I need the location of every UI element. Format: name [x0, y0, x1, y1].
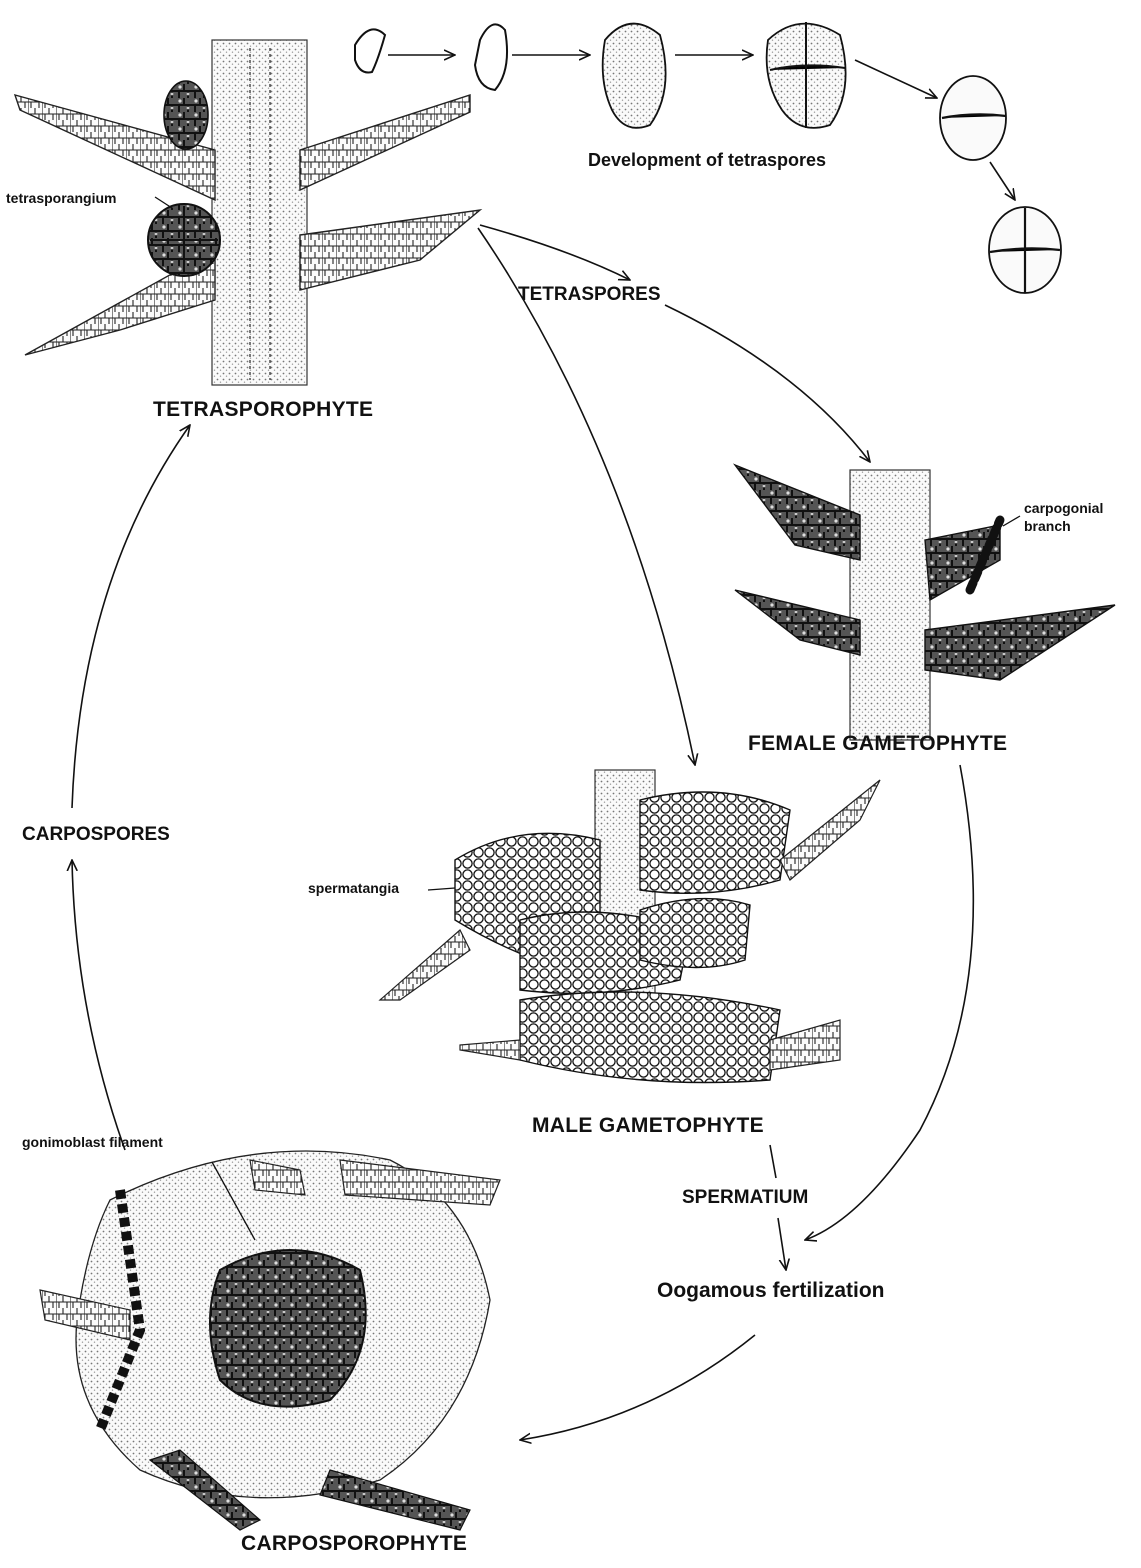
development-of-tetraspores-label: Development of tetraspores: [588, 150, 826, 171]
arrow-tetraspores-to-female: [665, 305, 870, 462]
gonimoblast-filament-label: gonimoblast filament: [22, 1134, 163, 1150]
carposporophyte-label: CARPOSPOROPHYTE: [241, 1532, 467, 1556]
tetrasporangium-label: tetrasporangium: [6, 190, 116, 206]
arrow-male-to-spermatium: [770, 1145, 776, 1178]
tetraspores-label: TETRASPORES: [518, 284, 661, 306]
arrow-carposporophyte-to-carpospores: [72, 860, 125, 1150]
spermatangia-label: spermatangia: [308, 880, 399, 896]
tetrasporophyte-label: TETRASPOROPHYTE: [153, 398, 373, 422]
tetrasporophyte-illustration: [15, 40, 480, 385]
carposporophyte-illustration: [40, 1151, 500, 1530]
male-gametophyte-label: MALE GAMETOPHYTE: [532, 1114, 764, 1138]
male-gametophyte-illustration: [380, 770, 880, 1083]
arrow-spermatium-to-fertilization: [778, 1218, 786, 1270]
spermatium-label: SPERMATIUM: [682, 1187, 808, 1209]
tetrasporangium-pointer: [155, 197, 172, 208]
carpogonial-branch-pointer: [1003, 516, 1020, 526]
carpogonial-branch-label-line2: branch: [1024, 518, 1071, 534]
spermatangia-pointer: [428, 888, 455, 890]
carpogonial-branch-label-line1: carpogonial: [1024, 500, 1103, 516]
arrow-carpospores-to-tetrasporophyte: [72, 425, 190, 808]
female-gametophyte-label: FEMALE GAMETOPHYTE: [748, 732, 1007, 756]
arrow-tetrasporophyte-to-male: [478, 228, 695, 765]
carpospores-label: CARPOSPORES: [22, 824, 170, 846]
arrow-to-tetraspores: [480, 225, 630, 280]
oogamous-fertilization-label: Oogamous fertilization: [657, 1279, 885, 1303]
arrow-fertilization-to-carposporophyte: [520, 1335, 755, 1440]
